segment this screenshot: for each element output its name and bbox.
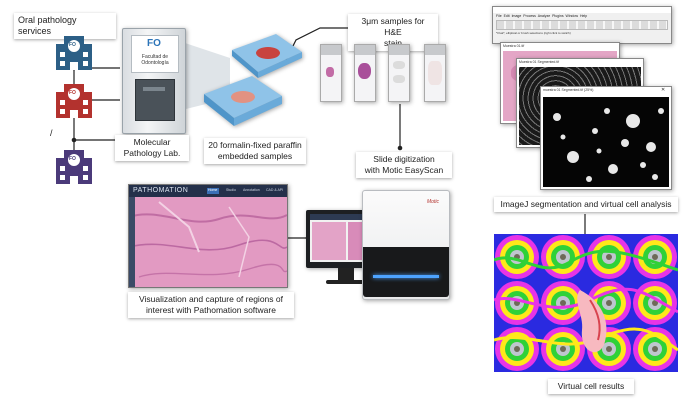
pathomation-window: PATHOMATION Home Studio Annotation CAD &… bbox=[128, 184, 288, 288]
slide-4 bbox=[424, 44, 446, 102]
building-icon-purple bbox=[56, 150, 92, 184]
menu-file[interactable]: File bbox=[496, 14, 502, 18]
menu-help[interactable]: Help bbox=[579, 14, 588, 18]
device-logo-line1: Facultad de bbox=[141, 54, 169, 60]
nav-annotation[interactable]: Annotation bbox=[243, 188, 260, 192]
nav-studio[interactable]: Studio bbox=[226, 188, 236, 192]
scanner-light bbox=[373, 275, 439, 278]
digitization-label: Slide digitization with Motic EasyScan bbox=[356, 152, 452, 178]
slide-1 bbox=[320, 44, 342, 102]
scanner-front bbox=[363, 247, 449, 297]
imagej-window-2-title: Muestra 01 Segmented.tif bbox=[519, 60, 560, 64]
menu-analyze[interactable]: Analyze bbox=[537, 14, 551, 18]
device-logo-line2: Odontología bbox=[141, 60, 169, 66]
scanner-device: Motic bbox=[362, 190, 450, 300]
slide-3 bbox=[388, 44, 410, 102]
nav-cad-api[interactable]: CAD & API bbox=[266, 188, 284, 192]
paraffin-block-bottom bbox=[204, 76, 282, 126]
menu-image[interactable]: Image bbox=[511, 14, 522, 18]
imagej-titlebar bbox=[493, 7, 671, 13]
menu-process[interactable]: Process bbox=[523, 14, 536, 18]
imagej-label: ImageJ segmentation and virtual cell ana… bbox=[494, 197, 678, 212]
pathomation-brand: PATHOMATION bbox=[133, 187, 189, 194]
device-door bbox=[135, 79, 175, 121]
imagej-window-3-title: muestra 01 Segmented.tif (25%) bbox=[543, 88, 594, 92]
imagej-window-3-image bbox=[543, 97, 669, 187]
imagej-menu: File Edit Image Process Analyze Plugins … bbox=[496, 14, 587, 18]
building-icon-blue bbox=[56, 36, 92, 70]
glass-slides bbox=[320, 44, 448, 104]
imagej-window-3: muestra 01 Segmented.tif (25%) ✕ bbox=[540, 86, 672, 190]
building-icon-red bbox=[56, 84, 92, 118]
imagej-window-1-title: Muestra 01.tif bbox=[503, 44, 525, 48]
menu-edit[interactable]: Edit bbox=[503, 14, 510, 18]
device-logo-panel: FO Facultad de Odontología bbox=[131, 35, 179, 73]
paraffin-block-top bbox=[232, 34, 302, 78]
device-slot bbox=[143, 87, 165, 91]
stray-mark: / bbox=[50, 128, 53, 138]
oral-pathology-label: Oral pathology services bbox=[14, 13, 116, 39]
imagej-toolbar[interactable] bbox=[496, 20, 668, 30]
building-badge-purple: FO bbox=[69, 156, 76, 162]
building-badge-red: FO bbox=[69, 90, 76, 96]
nav-home[interactable]: Home bbox=[208, 188, 218, 192]
monitor-base bbox=[326, 280, 366, 284]
nav-home-highlight bbox=[207, 188, 219, 194]
slide-2 bbox=[354, 44, 376, 102]
lab-device: FO Facultad de Odontología bbox=[122, 28, 186, 134]
building-badge-blue: FO bbox=[69, 42, 76, 48]
visualization-label: Visualization and capture of regions of … bbox=[128, 292, 294, 318]
molecular-lab-label: Molecular Pathology Lab. bbox=[115, 135, 189, 161]
pathomation-header: PATHOMATION Home Studio Annotation CAD &… bbox=[129, 185, 287, 197]
paraffin-label: 20 formalin-fixed paraffin embedded samp… bbox=[204, 138, 306, 164]
menu-plugins[interactable]: Plugins bbox=[552, 14, 564, 18]
monitor-stand bbox=[338, 268, 354, 280]
menu-window[interactable]: Window bbox=[565, 14, 578, 18]
scanner-brand: Motic bbox=[427, 199, 439, 205]
he-tissue-image bbox=[129, 197, 287, 287]
imagej-status: *Oval*, elliptical or brush selections (… bbox=[496, 31, 571, 35]
close-icon[interactable]: ✕ bbox=[661, 87, 666, 93]
device-logo-badge: FO bbox=[147, 38, 161, 49]
virtual-cell-label: Virtual cell results bbox=[548, 379, 634, 394]
